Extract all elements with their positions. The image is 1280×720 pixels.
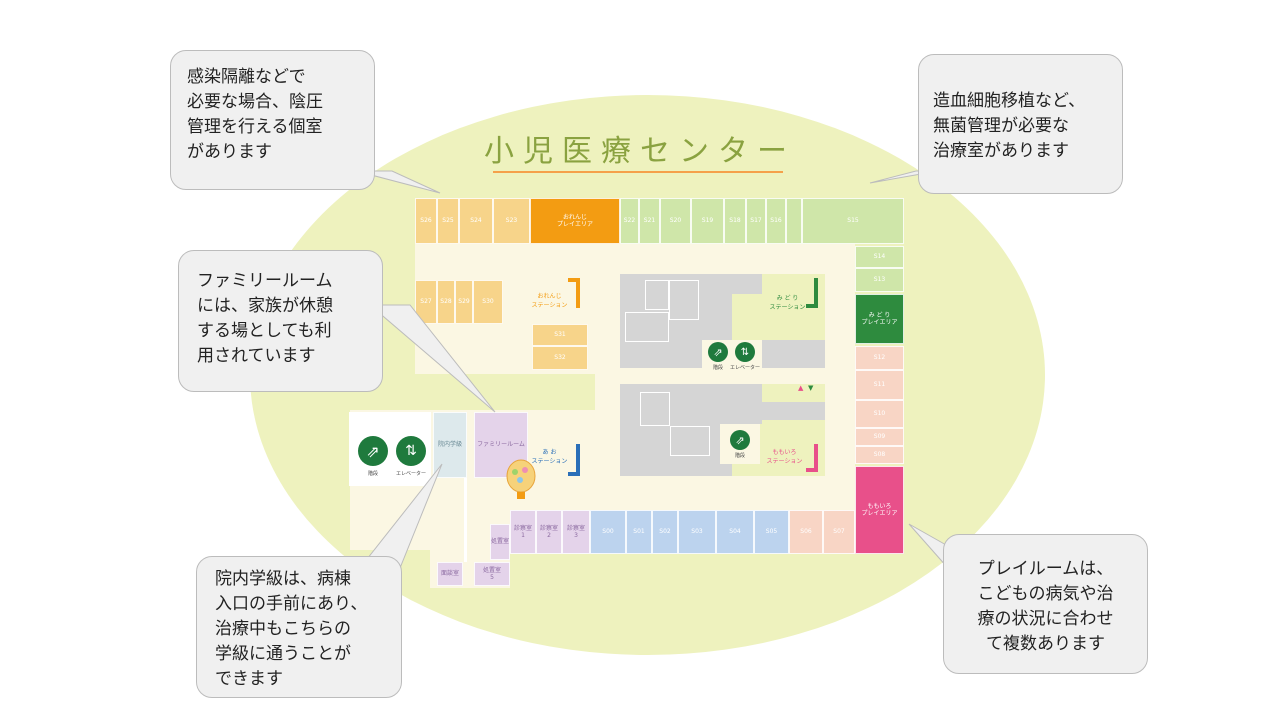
school-callout-text: 院内学級は、病棟 入口の手前にあり、 治療中もこちらの 学級に通うことが できま…	[215, 569, 368, 689]
entrance-wall	[464, 478, 467, 562]
stairs-label: 階段	[734, 453, 745, 459]
elevator-icon: ⇅	[396, 436, 426, 466]
room-block	[620, 384, 732, 476]
room: S05	[754, 510, 789, 554]
transplant-callout-text: 造血細胞移植など、 無菌管理が必要な 治療室があります	[933, 91, 1086, 161]
room: S13	[855, 268, 904, 292]
page-title: 小児医療センター	[484, 134, 796, 169]
room: S18	[724, 198, 746, 244]
room: S12	[855, 346, 904, 370]
stairs-label: 階段	[367, 471, 378, 477]
room: 処置室 5	[474, 562, 510, 586]
room: S31	[532, 324, 588, 346]
room: 面談室	[437, 562, 463, 586]
orange-play-area: おれんじ プレイエリア	[530, 198, 620, 244]
room: S25	[437, 198, 459, 244]
transplant-callout: 造血細胞移植など、 無菌管理が必要な 治療室があります	[918, 54, 1123, 194]
stairs-icon: ⇗	[730, 430, 750, 450]
room-block	[640, 392, 670, 426]
room-block	[670, 426, 710, 456]
restroom-icon: ▲	[798, 384, 804, 392]
corridor-center	[595, 368, 855, 384]
room: S24	[459, 198, 493, 244]
room: S08	[855, 446, 904, 464]
blue-station-label: あ お ステーション	[531, 449, 568, 465]
room: S02	[652, 510, 678, 554]
green-station-label: み ど り ステーション	[769, 295, 806, 311]
pink-play-area: ももいろ プレイエリア	[855, 466, 904, 554]
pink-station-marker	[806, 444, 818, 472]
room: S28	[437, 280, 455, 324]
room: S26	[415, 198, 437, 244]
room: S21	[639, 198, 660, 244]
room: S07	[823, 510, 855, 554]
room: S06	[789, 510, 823, 554]
room: S11	[855, 370, 904, 400]
room: S23	[493, 198, 530, 244]
school-callout: 院内学級は、病棟 入口の手前にあり、 治療中もこちらの 学級に通うことが できま…	[196, 556, 402, 698]
orange-station-marker	[568, 278, 580, 308]
room: S15	[802, 198, 904, 244]
room: 診察室 1	[510, 510, 536, 554]
room: S32	[532, 346, 588, 370]
isolation-callout-text: 感染隔離などで 必要な場合、陰圧 管理を行える個室 があります	[187, 67, 323, 162]
family-room: ファミリールーム	[474, 412, 528, 478]
room: S29	[455, 280, 473, 324]
green-station-marker	[806, 278, 818, 308]
family-callout-text: ファミリールーム には、家族が休憩 する場としても利 用されています	[197, 271, 333, 366]
room-block	[762, 402, 825, 420]
corridor-top	[415, 244, 855, 274]
room: 診察室 2	[536, 510, 562, 554]
room-block	[669, 280, 699, 320]
blue-station-marker	[568, 444, 580, 476]
room-block	[645, 280, 669, 310]
room: S20	[660, 198, 691, 244]
room: S00	[590, 510, 626, 554]
callout-tail	[368, 304, 496, 413]
elevator-label: エレベーター	[395, 471, 426, 477]
room: S27	[415, 280, 437, 324]
room: S04	[716, 510, 754, 554]
room: S17	[746, 198, 766, 244]
elevator-icon: ⇅	[735, 342, 755, 362]
room	[786, 198, 802, 244]
elevator-label: エレベーター	[729, 365, 760, 371]
school-room: 院内学級	[433, 412, 467, 478]
room: S10	[855, 400, 904, 428]
room: S19	[691, 198, 724, 244]
pink-station-label: ももいろ ステーション	[766, 449, 803, 465]
family-callout: ファミリールーム には、家族が休憩 する場としても利 用されています	[178, 250, 383, 392]
room: 診察室 3	[562, 510, 590, 554]
room: S30	[473, 280, 503, 324]
isolation-callout: 感染隔離などで 必要な場合、陰圧 管理を行える個室 があります	[170, 50, 375, 190]
restroom-icon: ▼	[808, 384, 814, 392]
stairs-label: 階段	[712, 365, 723, 371]
title-underline	[493, 171, 783, 173]
stairs-icon: ⇗	[708, 342, 728, 362]
playroom-callout: プレイルームは、 こどもの病気や治 療の状況に合わせ て複数あります	[943, 534, 1148, 674]
playroom-callout-text: プレイルームは、 こどもの病気や治 療の状況に合わせ て複数あります	[977, 559, 1114, 654]
room: S14	[855, 246, 904, 268]
room: S22	[620, 198, 639, 244]
room: S09	[855, 428, 904, 446]
room: S16	[766, 198, 786, 244]
orange-station-label: おれんじ ステーション	[531, 293, 568, 309]
room: S03	[678, 510, 716, 554]
room-block	[732, 384, 762, 424]
room-block	[762, 340, 825, 368]
green-play-area: み ど り プレイエリア	[855, 294, 904, 344]
room-block	[625, 312, 669, 342]
room-block	[732, 274, 762, 294]
room: S01	[626, 510, 652, 554]
balloon-icon	[506, 459, 536, 499]
stairs-icon: ⇗	[358, 436, 388, 466]
room: 処置室	[490, 524, 510, 560]
